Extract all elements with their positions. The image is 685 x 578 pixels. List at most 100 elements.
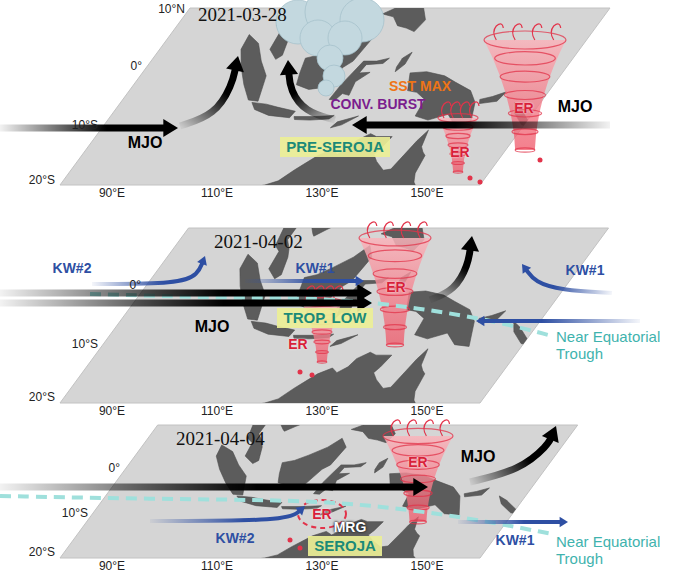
trough-label: Near Equatorial Trough: [556, 533, 676, 568]
flow-arrow: [483, 319, 640, 323]
flow-arrow: [0, 300, 360, 307]
vortex-ring: [446, 133, 470, 138]
updraft-curl: [470, 102, 480, 118]
wave-label: ER: [312, 506, 331, 522]
vortex-ring: [515, 148, 535, 152]
vortex-ring: [373, 269, 417, 279]
arrow-head: [226, 56, 244, 72]
arrow-head: [476, 316, 484, 326]
vortex-ring: [368, 250, 421, 262]
updraft-curl: [460, 102, 470, 118]
arrow-head: [352, 116, 367, 134]
arrow-head: [542, 426, 559, 443]
latitude-label: 20°S: [29, 174, 55, 188]
updraft-curl: [440, 420, 450, 436]
latitude-label: 0°: [130, 279, 141, 293]
map-panel: [60, 425, 578, 558]
arrow-head: [461, 236, 479, 252]
land-mass: [224, 130, 429, 191]
wave-label: ER: [408, 454, 427, 470]
land-mass: [252, 102, 295, 117]
vortex-ring: [316, 351, 329, 354]
flow-arrow: [150, 510, 300, 521]
er-vortex: [484, 24, 566, 152]
wave-label: MJO: [128, 134, 163, 152]
land-mass: [311, 222, 342, 236]
longitude-label: 150°E: [411, 405, 444, 419]
flow-arrow: [92, 262, 203, 284]
storm-stage-name: PRE-SEROJA: [286, 138, 384, 155]
latitude-label: 10°N: [158, 3, 185, 17]
longitude-label: 150°E: [411, 560, 444, 574]
storm-stage-box: TROP. LOW: [277, 308, 372, 328]
updraft-curl: [451, 102, 461, 118]
longitude-label: 130°E: [306, 560, 339, 574]
longitude-label: 150°E: [411, 187, 444, 201]
er-vortex: [359, 222, 431, 347]
latitude-label: 20°S: [29, 546, 55, 560]
flow-arrow: [0, 484, 416, 491]
flow-arrow: [289, 72, 335, 120]
wave-label: ER: [288, 336, 307, 352]
vortex-funnel: [484, 40, 566, 150]
updraft-curl: [532, 24, 542, 40]
arrow-head: [163, 119, 178, 137]
arrow-head: [413, 478, 428, 496]
flow-arrow: [364, 122, 610, 129]
longitude-label: 130°E: [306, 187, 339, 201]
wave-label: ER: [386, 279, 405, 295]
flow-arrow: [245, 279, 357, 283]
flow-dot: [288, 538, 293, 543]
updraft-curl: [418, 222, 428, 238]
land-mass: [330, 335, 358, 347]
arrow-head: [280, 60, 298, 75]
wave-label: ER: [450, 144, 469, 160]
trough-line: [0, 496, 552, 534]
vortex-ring: [314, 340, 330, 344]
arrow-head: [560, 517, 568, 527]
land-mass: [240, 254, 265, 320]
wave-label: MJO: [461, 448, 496, 466]
longitude-label: 110°E: [201, 187, 233, 201]
flow-dot: [298, 370, 303, 375]
arrow-head: [295, 506, 305, 515]
vortex-funnel: [359, 238, 431, 345]
land-mass: [241, 35, 266, 102]
wave-label: KW#1: [496, 532, 535, 548]
cloud-puff: [318, 80, 334, 96]
arrow-head: [356, 276, 364, 286]
longitude-label: 110°E: [201, 405, 233, 419]
land-mass: [280, 421, 311, 432]
updraft-curl: [391, 420, 401, 436]
longitude-label: 130°E: [306, 405, 339, 419]
updraft-curl: [401, 222, 411, 238]
land-mass: [514, 321, 530, 346]
flow-arrow: [430, 248, 470, 300]
vortex-ring: [453, 171, 463, 173]
vortex-ring: [384, 325, 407, 330]
vortex-funnel: [383, 436, 453, 522]
wave-label: KW#2: [216, 530, 255, 546]
latitude-label: 10°S: [62, 507, 88, 521]
date-heading: 2021-04-02: [214, 231, 303, 253]
flow-dot: [310, 373, 315, 378]
wave-label: MJO: [558, 98, 593, 116]
flow-dot: [468, 176, 473, 181]
arrow-head: [522, 264, 531, 274]
er-vortex: [438, 102, 479, 173]
vortex-ring: [410, 520, 427, 524]
flow-arrow: [180, 68, 236, 126]
updraft-curl: [513, 24, 523, 40]
latitude-label: 0°: [131, 60, 142, 74]
storm-stage-box: PRE-SEROJA: [280, 137, 390, 157]
vortex-ring: [317, 361, 327, 363]
er-vortex: [383, 420, 453, 524]
annotation-label: SST MAX: [389, 78, 451, 94]
wave-label: MRG: [334, 519, 367, 535]
land-mass: [499, 496, 519, 515]
date-heading: 2021-04-04: [176, 428, 265, 450]
date-heading: 2021-03-28: [198, 4, 287, 26]
updraft-curl: [442, 102, 452, 118]
updraft-curl: [551, 24, 561, 40]
land-mass: [395, 52, 412, 71]
